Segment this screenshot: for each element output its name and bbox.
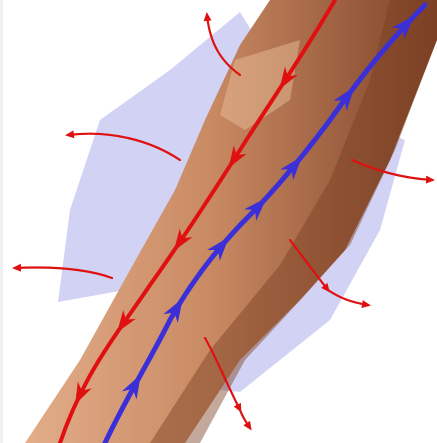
heat-loss-arrow-8 <box>240 410 250 428</box>
